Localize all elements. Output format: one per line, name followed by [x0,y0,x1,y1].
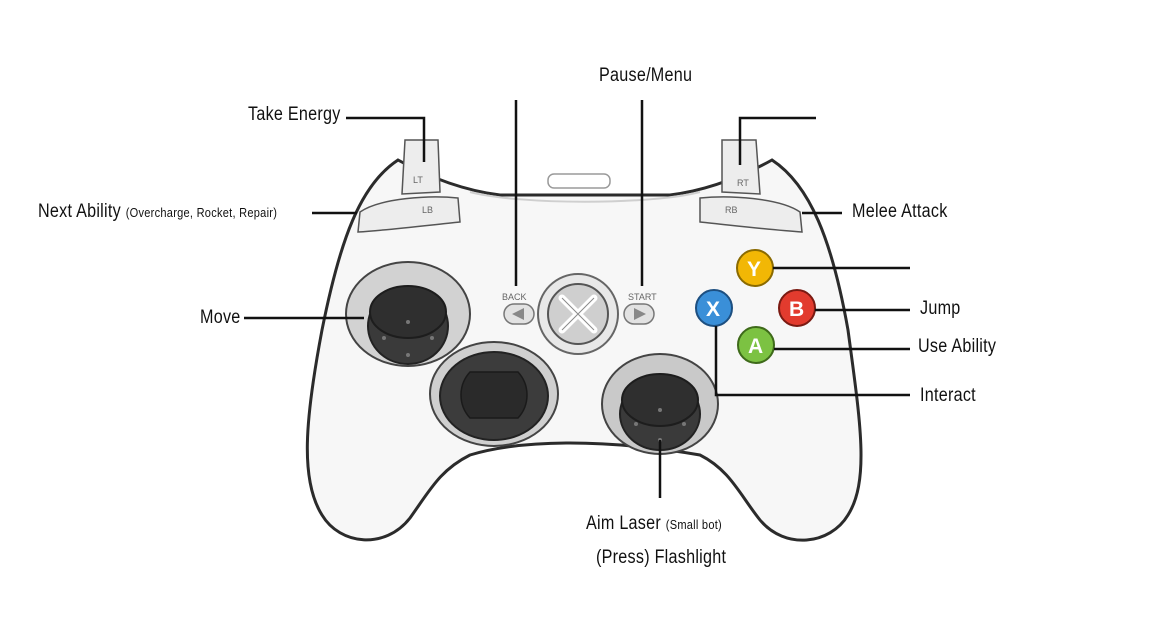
back-button: BACK [502,292,535,325]
aim-laser-text: Aim Laser [586,513,661,534]
label-use-ability: Use Ability [918,336,997,357]
next-ability-detail: (Overcharge, Rocket, Repair) [125,205,278,220]
label-aim-laser: Aim Laser (Small bot) [586,513,722,536]
label-take-energy: Take Energy [248,104,341,125]
label-flashlight: (Press) Flashlight [596,547,727,568]
label-move: Move [200,307,241,328]
right-trigger: RT [721,139,761,195]
start-button: START [623,292,657,325]
guide-button [537,273,619,355]
lt-text: LT [413,175,423,185]
label-pause-menu: Pause/Menu [599,65,693,86]
line-right-trigger [738,116,816,165]
x-letter: X [706,298,720,321]
y-button: Y [736,249,774,287]
right-bumper: RB [699,196,803,233]
label-next-ability: Next Ability (Overcharge, Rocket, Repair… [38,201,277,224]
d-pad [429,341,559,447]
b-letter: B [789,298,804,321]
right-stick [601,353,719,455]
start-text: START [628,292,657,302]
line-interact [714,326,910,397]
left-trigger: LT [401,139,441,195]
b-button: B [778,289,816,327]
left-bumper: LB [357,196,461,233]
leader-lines [244,100,910,498]
label-jump: Jump [920,298,961,319]
aim-laser-detail: (Small bot) [665,517,722,532]
back-text: BACK [502,292,527,302]
x-button: X [695,289,733,327]
a-button: A [737,326,775,364]
rt-text: RT [737,178,749,188]
next-ability-text: Next Ability [38,201,121,222]
line-take-energy [346,116,426,162]
lb-text: LB [422,205,433,215]
label-interact: Interact [920,385,976,406]
label-melee-attack: Melee Attack [852,201,948,222]
a-letter: A [748,335,763,358]
rb-text: RB [725,205,738,215]
left-stick [345,261,471,367]
y-letter: Y [747,258,761,281]
